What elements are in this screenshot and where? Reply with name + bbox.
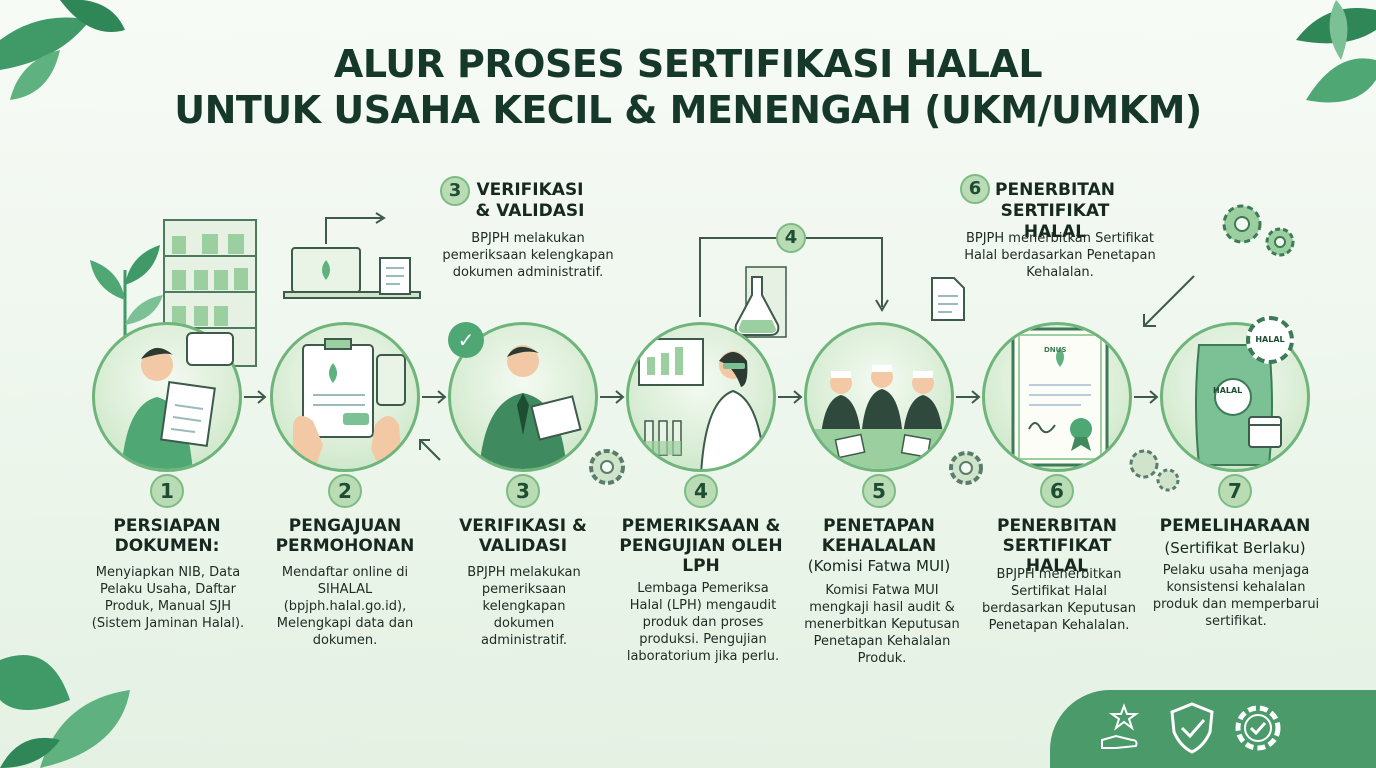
callout-number-3: 3 <box>440 176 470 206</box>
hand-star-icon <box>1101 703 1140 749</box>
arrow-to-step7 <box>1143 275 1195 327</box>
callout-number-6: 6 <box>960 174 990 204</box>
certificate-label: DNUS <box>1044 346 1067 354</box>
step-3-desc: BPJPH melakukan pemeriksaan kelengkapan … <box>467 565 581 648</box>
step-5-subtitle: (Komisi Fatwa MUI) <box>807 557 951 575</box>
step-4-illustration <box>626 322 776 472</box>
page-title-line2: UNTUK USAHA KECIL & MENENGAH (UKM/UMKM) <box>174 88 1202 132</box>
bottom-decorative-band <box>1050 690 1376 768</box>
gears-icon <box>1129 449 1180 492</box>
step-6-number: 6 <box>1040 474 1074 508</box>
leaves-top-left-decoration <box>0 0 125 100</box>
step-5-desc: Komisi Fatwa MUI mengkaji hasil audit & … <box>804 583 960 666</box>
callout-title-penerbitan: PENERBITAN SERTIFIKAT HALAL <box>995 180 1115 242</box>
step-4-desc: Lembaga Pemeriksa Halal (LPH) mengaudit … <box>626 581 780 664</box>
callout-title-verifikasi: VERIFIKASI & VALIDASI <box>475 180 585 221</box>
halal-logo-on-package: HALAL <box>1213 386 1243 395</box>
plant-left-decoration <box>90 245 163 360</box>
gears-icon-top-right <box>1222 204 1295 257</box>
step-7-title: PEMELIHARAAN <box>1159 516 1311 536</box>
step-7-subtitle: (Sertifikat Berlaku) <box>1164 539 1306 557</box>
gear-icon <box>589 449 625 485</box>
check-circle-icon: ✓ <box>448 322 484 358</box>
document-icon <box>931 277 965 321</box>
gear-icon <box>949 451 983 485</box>
step-1-desc: Menyiapkan NIB, Data Pelaku Usaha, Dafta… <box>91 565 245 631</box>
step-5-number: 5 <box>862 474 896 508</box>
step-4-number: 4 <box>684 474 718 508</box>
page-title-line1: ALUR PROSES SERTIFIKASI HALAL <box>333 42 1043 86</box>
step-6-title: PENERBITAN SERTIFIKAT HALAL <box>997 516 1117 576</box>
step-7-desc: Pelaku usaha menjaga konsistensi kehalal… <box>1152 563 1320 629</box>
step-1-number: 1 <box>150 474 184 508</box>
gear-check-icon <box>1235 705 1281 751</box>
step-2-desc: Mendaftar online di SIHALAL (bpjph.halal… <box>276 565 414 648</box>
step-2-illustration <box>270 322 420 472</box>
step-2-title: PENGAJUAN PERMOHONAN <box>275 516 415 556</box>
step-2-number: 2 <box>328 474 362 508</box>
speech-bubble-icon <box>186 332 234 366</box>
callout-desc-verifikasi: BPJPH melakukan pemeriksaan kelengkapan … <box>442 231 614 280</box>
leaves-bottom-left-decoration <box>0 655 130 768</box>
step-6-illustration <box>982 322 1132 472</box>
callout-desc-penerbitan: BPJPH menerbitkan Sertifikat Halal berda… <box>964 231 1156 280</box>
halal-badge-gear-icon: HALAL <box>1246 316 1294 364</box>
laptop-icon <box>283 212 421 299</box>
step-7-number: 7 <box>1218 474 1252 508</box>
step-3-number: 3 <box>506 474 540 508</box>
step-1-title: PERSIAPAN DOKUMEN: <box>113 516 221 556</box>
step-5-illustration <box>804 322 954 472</box>
leaves-top-right-decoration <box>1296 0 1376 103</box>
step-6-desc: BPJPH menerbitkan Sertifikat Halal berda… <box>982 567 1136 633</box>
step-3-title: VERIFIKASI & VALIDASI <box>459 516 587 556</box>
step-4-title: PEMERIKSAAN & PENGUJIAN OLEH LPH <box>619 516 783 576</box>
lab-flask-icon <box>734 266 787 338</box>
step-5-title: PENETAPAN KEHALALAN <box>821 516 937 556</box>
callout-number-4: 4 <box>776 223 806 253</box>
step-7-illustration <box>1160 322 1310 472</box>
shield-check-icon <box>1170 702 1214 754</box>
flow-arrows <box>244 390 1159 461</box>
